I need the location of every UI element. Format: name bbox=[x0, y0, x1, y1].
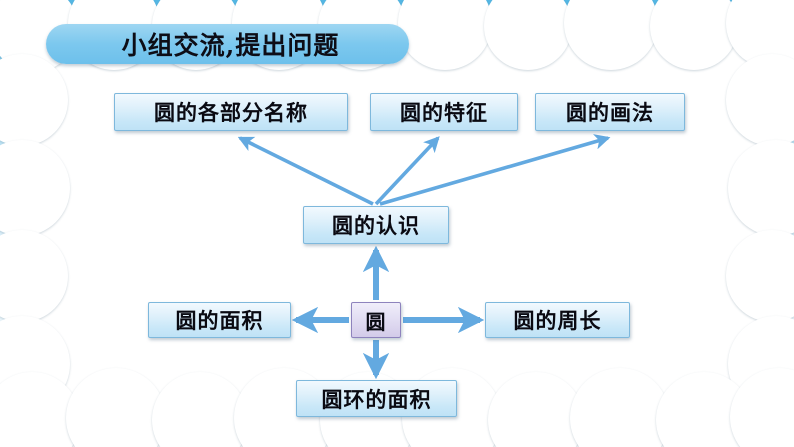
node-understanding-circle[interactable]: 圆的认识 bbox=[303, 206, 449, 244]
node-label: 圆的周长 bbox=[513, 308, 602, 333]
node-label: 圆的面积 bbox=[175, 308, 264, 333]
node-circle-parts-names[interactable]: 圆的各部分名称 bbox=[114, 93, 348, 131]
node-circle-features[interactable]: 圆的特征 bbox=[370, 93, 518, 131]
node-label: 圆 bbox=[365, 309, 387, 334]
node-label: 圆的各部分名称 bbox=[154, 100, 308, 125]
node-label: 圆的特征 bbox=[400, 100, 488, 125]
page-title: 小组交流,提出问题 bbox=[121, 31, 340, 60]
node-circle-circumference[interactable]: 圆的周长 bbox=[485, 302, 630, 338]
node-label: 圆的认识 bbox=[332, 213, 420, 238]
node-circle-area[interactable]: 圆的面积 bbox=[148, 302, 291, 338]
node-root-circle[interactable]: 圆 bbox=[351, 302, 401, 338]
node-label: 圆的画法 bbox=[566, 100, 654, 125]
node-circle-drawing[interactable]: 圆的画法 bbox=[535, 93, 685, 131]
slide-title-banner: 小组交流,提出问题 bbox=[46, 24, 409, 64]
node-annulus-area[interactable]: 圆环的面积 bbox=[296, 380, 457, 417]
node-label: 圆环的面积 bbox=[321, 386, 432, 412]
